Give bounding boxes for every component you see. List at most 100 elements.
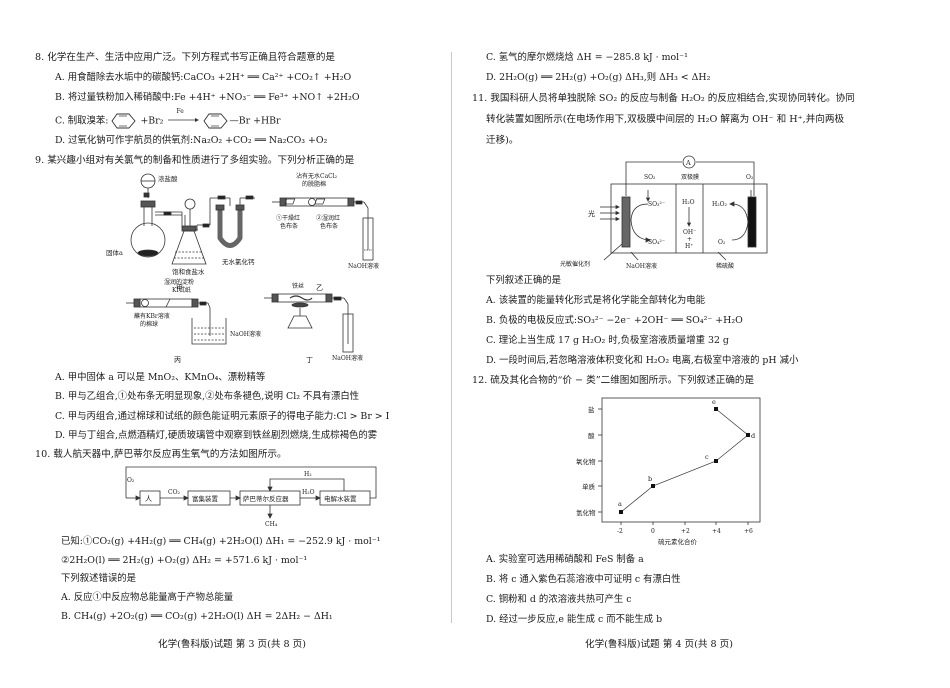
q9-option-b: B. 甲与乙组合,①处布条无明显现象,②处布条褪色,说明 Cl₂ 不具有漂白性	[55, 391, 360, 402]
label-naoh-ding: NaOH溶液	[332, 354, 363, 362]
apparatus-bing	[126, 298, 227, 345]
catalyst-label: Fe	[176, 108, 184, 115]
q12-valence-chart: a b c d e 盐 酸 氧化物 单质 氢化物 -2 0 +2 +4 +6 硫…	[576, 397, 761, 546]
label-wet-red-cloth-2: 色布条	[320, 222, 338, 230]
box-electrolysis: 电解水装置	[324, 494, 357, 503]
label-water: H₂O	[682, 199, 695, 206]
label-solid-a: 固体a	[106, 248, 123, 257]
label-so2: SO₂	[644, 174, 656, 181]
ammeter-icon: A	[685, 159, 691, 167]
column-divider	[451, 52, 452, 623]
q8-option-b: B. 将过量铁粉加入稀硝酸中:Fe +4H⁺ +NO₃⁻ ══ Fe³⁺ +NO…	[55, 92, 360, 103]
label-bipolar-membrane: 双极膜	[681, 173, 699, 181]
q11-stem-line-2: 转化装置如图所示(在电场作用下,双极膜中间层的 H₂O 解离为 OH⁻ 和 H⁺…	[486, 114, 845, 125]
label-sulfite: SO₃²⁻	[648, 201, 665, 208]
apparatus-ding	[264, 293, 354, 353]
box-enrichment: 富集装置	[192, 494, 219, 503]
label-starch-ki-1: 湿润的淀粉	[164, 278, 194, 286]
point-a-label: a	[618, 500, 622, 508]
chart-line	[620, 408, 749, 513]
q10-option-c: C. 氢气的摩尔燃烧焓 ΔH = −285.8 kJ · mol⁻¹	[486, 52, 688, 63]
label-proton: H⁺	[685, 243, 693, 250]
point-e-label: e	[712, 398, 716, 406]
q8-option-c-reagent: +Br₂	[140, 115, 164, 127]
q11-cell-figure: A SO₂ 双极膜 O₂ 光 SO₃²⁻ SO₄²⁻ H₂O OH⁻ + H⁺ …	[560, 155, 768, 270]
y-tick-element: 单质	[582, 482, 596, 491]
label-h2o2: H₂O₂	[712, 201, 728, 208]
label-h2: H₂	[304, 471, 312, 478]
q11-stem-line-1: 11. 我国科研人员将单独脱除 SO₂ 的反应与制备 H₂O₂ 的反应相结合,实…	[472, 93, 855, 104]
label-kbr-cotton-1: 蘸有KBr溶液	[134, 312, 170, 320]
q8-option-c-prefix: C. 制取溴苯:	[55, 115, 109, 127]
label-starch-ki-2: KI试纸	[172, 286, 191, 294]
label-light: 光	[588, 209, 595, 218]
label-co2: CO₂	[168, 489, 181, 496]
label-cacl2-cotton-1: 沾有无水CaCl₂	[296, 172, 338, 180]
x-tick-plus4: +4	[712, 528, 721, 535]
x-tick-0: 0	[651, 528, 655, 535]
q12-option-a: A. 实验室可选用稀硝酸和 FeS 制备 a	[486, 554, 644, 565]
q10-stem: 10. 载人航天器中,萨巴蒂尔反应再生氧气的方法如图所示。	[35, 449, 287, 460]
q10-option-a: A. 反应①中反应物总能量高于产物总能量	[61, 592, 234, 603]
q10-flow-diagram: O₂ CO₂ H₂ H₂O CH₄ 人 富集装置 萨巴蒂尔反应器 电解水装置	[125, 466, 377, 528]
x-tick-plus6: +6	[744, 528, 753, 535]
label-o2-top: O₂	[746, 174, 754, 181]
q12-stem: 12. 硫及其化合物的“价 − 类”二维图如图所示。下列叙述正确的是	[472, 375, 755, 386]
q11-option-a: A. 该装置的能量转化形式是将化学能全部转化为电能	[486, 295, 705, 306]
q12-option-d: D. 经过一步反应,e 能生成 c 而不能生成 b	[486, 614, 663, 625]
q8-option-c: C. 制取溴苯: +Br₂ Fe —Br +HBr	[55, 108, 281, 129]
label-conc-hcl: 浓盐酸	[158, 174, 178, 183]
q9-option-a: A. 甲中固体 a 可以是 MnO₂、KMnO₄、漂粉精等	[55, 372, 266, 383]
label-naoh-yi: NaOH溶液	[348, 262, 379, 270]
caption-ding: 丁	[306, 356, 313, 364]
label-dry-red-cloth-2: 色布条	[280, 222, 298, 230]
caption-jia: 甲	[176, 284, 183, 292]
benzene-ring-icon	[203, 113, 228, 129]
point-b-label: b	[648, 475, 652, 483]
page-footer-right: 化学(鲁科版)试题 第 4 页(共 8 页)	[585, 639, 733, 650]
q11-stem-line-3: 迁移)。	[486, 135, 519, 146]
q11-option-d: D. 一段时间后,若忽略溶液体积变化和 H₂O₂ 电离,右极室中溶液的 pH 减…	[486, 355, 799, 366]
q9-stem: 9. 某兴趣小组对有关氯气的制备和性质进行了多组实验。下列分析正确的是	[35, 155, 355, 166]
q9-option-d: D. 甲与丁组合,点燃酒精灯,硬质玻璃管中观察到铁丝剧烈燃烧,生成棕褐色的雾	[55, 430, 378, 441]
benzene-ring-icon	[111, 113, 137, 129]
reaction-arrow-icon	[168, 118, 200, 122]
label-plus: +	[687, 236, 692, 243]
q11-ask: 下列叙述正确的是	[486, 275, 562, 286]
y-tick-acid: 酸	[588, 431, 595, 440]
label-kbr-cotton-2: 的棉球	[140, 320, 158, 328]
caption-yi: 乙	[316, 284, 323, 292]
q11-option-b: B. 负极的电极反应式:SO₃²⁻ −2e⁻ +2OH⁻ ══ SO₄²⁻ +H…	[486, 315, 743, 326]
box-sabatier: 萨巴蒂尔反应器	[243, 494, 289, 503]
q12-option-c: C. 铜粉和 d 的浓溶液共热可产生 c	[486, 594, 632, 605]
q10-ask: 下列叙述错误的是	[61, 573, 137, 584]
q9-apparatus-figure: 浓盐酸 固体a 饱和食盐水 无水氯化钙 甲 沾有无水CaCl₂ 的脱脂棉 ①干燥…	[106, 172, 379, 364]
label-anhydrous-cacl2: 无水氯化钙	[222, 257, 255, 266]
label-hydroxide: OH⁻	[683, 229, 696, 236]
label-saturated-brine: 饱和食盐水	[172, 267, 205, 276]
label-naoh-bing: NaOH溶液	[230, 330, 261, 338]
q9-option-c: C. 甲与丙组合,通过棉球和试纸的颜色能证明元素原子的得电子能力:Cl > Br…	[55, 411, 390, 422]
x-axis-label: 硫元素化合价	[658, 537, 698, 546]
point-d-label: d	[751, 432, 755, 440]
label-sulfate: SO₄²⁻	[648, 239, 665, 246]
q8-option-a: A. 用食醋除去水垢中的碳酸钙:CaCO₃ +2H⁺ ══ Ca²⁺ +CO₂↑…	[55, 72, 352, 83]
q8-stem: 8. 化学在生产、生活中应用广泛。下列方程式书写正确且符合题意的是	[35, 52, 336, 63]
label-dilute-h2so4: 稀硫酸	[716, 262, 734, 270]
point-c-label: c	[705, 453, 709, 461]
chart-markers	[619, 407, 750, 514]
label-naoh-solution: NaOH溶液	[626, 262, 657, 270]
caption-bing: 丙	[174, 356, 181, 364]
label-iron-wire: 铁丝	[292, 282, 304, 290]
page-footer-left: 化学(鲁科版)试题 第 3 页(共 8 页)	[158, 639, 306, 650]
q12-option-b: B. 将 c 通入紫色石蕊溶液中可证明 c 有漂白性	[486, 574, 681, 585]
label-o2: O₂	[127, 477, 135, 484]
apparatus-jia	[130, 173, 255, 265]
y-tick-oxide: 氧化物	[576, 457, 596, 466]
q11-option-c: C. 理论上当生成 17 g H₂O₂ 时,负极室溶液质量增重 32 g	[486, 335, 729, 346]
q8-option-c-product: —Br +HBr	[229, 115, 281, 127]
x-tick-plus2: +2	[681, 528, 690, 535]
y-tick-salt: 盐	[588, 405, 595, 414]
x-tick-minus2: -2	[617, 528, 623, 535]
apparatus-yi	[272, 197, 374, 261]
